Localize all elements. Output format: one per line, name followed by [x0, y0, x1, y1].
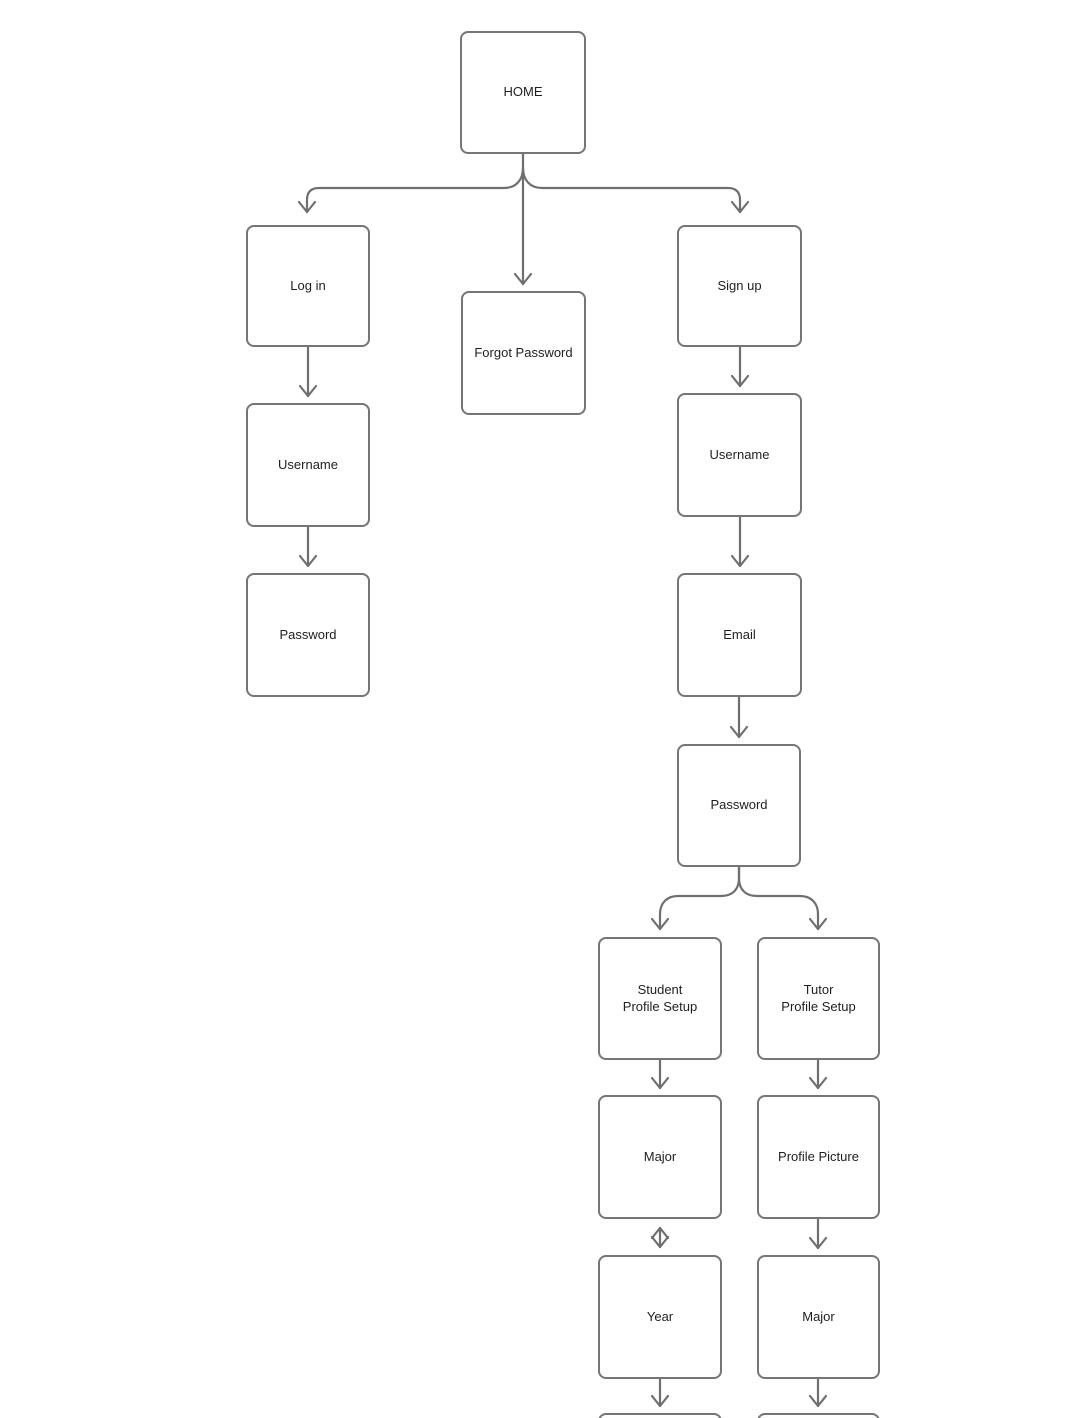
node-log-in[interactable]: Log in	[246, 225, 370, 347]
node-tutor-profile-picture[interactable]: Profile Picture	[757, 1095, 880, 1219]
node-signup-password[interactable]: Password	[677, 744, 801, 867]
edge-password-student-setup	[650, 865, 741, 931]
node-sign-up[interactable]: Sign up	[677, 225, 802, 347]
node-label: Tutor Profile Setup	[781, 982, 856, 1014]
node-label: Username	[709, 446, 770, 462]
node-student-year[interactable]: Year	[598, 1255, 722, 1379]
node-signup-username[interactable]: Username	[677, 393, 802, 517]
node-label: Password	[279, 626, 337, 642]
node-tutor-profile-setup[interactable]: Tutor Profile Setup	[757, 937, 880, 1060]
node-forgot-password[interactable]: Forgot Password	[461, 291, 586, 415]
node-label: Sign up	[717, 277, 762, 293]
node-label: Year	[646, 1308, 674, 1324]
node-label: Student Profile Setup	[622, 982, 698, 1014]
node-label: Log in	[290, 277, 326, 293]
node-home[interactable]: HOME	[460, 31, 586, 154]
node-label: HOME	[503, 84, 543, 100]
node-student-profile-setup[interactable]: Student Profile Setup	[598, 937, 722, 1060]
node-login-password[interactable]: Password	[246, 573, 370, 697]
node-label: Major	[643, 1148, 677, 1164]
node-label: Password	[710, 797, 768, 813]
node-label: Major	[802, 1308, 835, 1324]
edge-home-signup	[521, 166, 750, 214]
node-tutor-major[interactable]: Major	[757, 1255, 880, 1379]
node-label: Forgot Password	[474, 344, 573, 360]
node-label: Email	[723, 626, 756, 642]
node-signup-email[interactable]: Email	[677, 573, 802, 697]
edge-home-login	[297, 166, 525, 214]
node-student-major[interactable]: Major	[598, 1095, 722, 1219]
node-tutor-next-partial[interactable]	[757, 1413, 880, 1418]
node-label: Profile Picture	[778, 1148, 859, 1164]
node-student-next-partial[interactable]	[598, 1413, 722, 1418]
node-label: Username	[278, 456, 338, 472]
node-login-username[interactable]: Username	[246, 403, 370, 527]
edge-password-tutor-setup	[737, 865, 828, 931]
